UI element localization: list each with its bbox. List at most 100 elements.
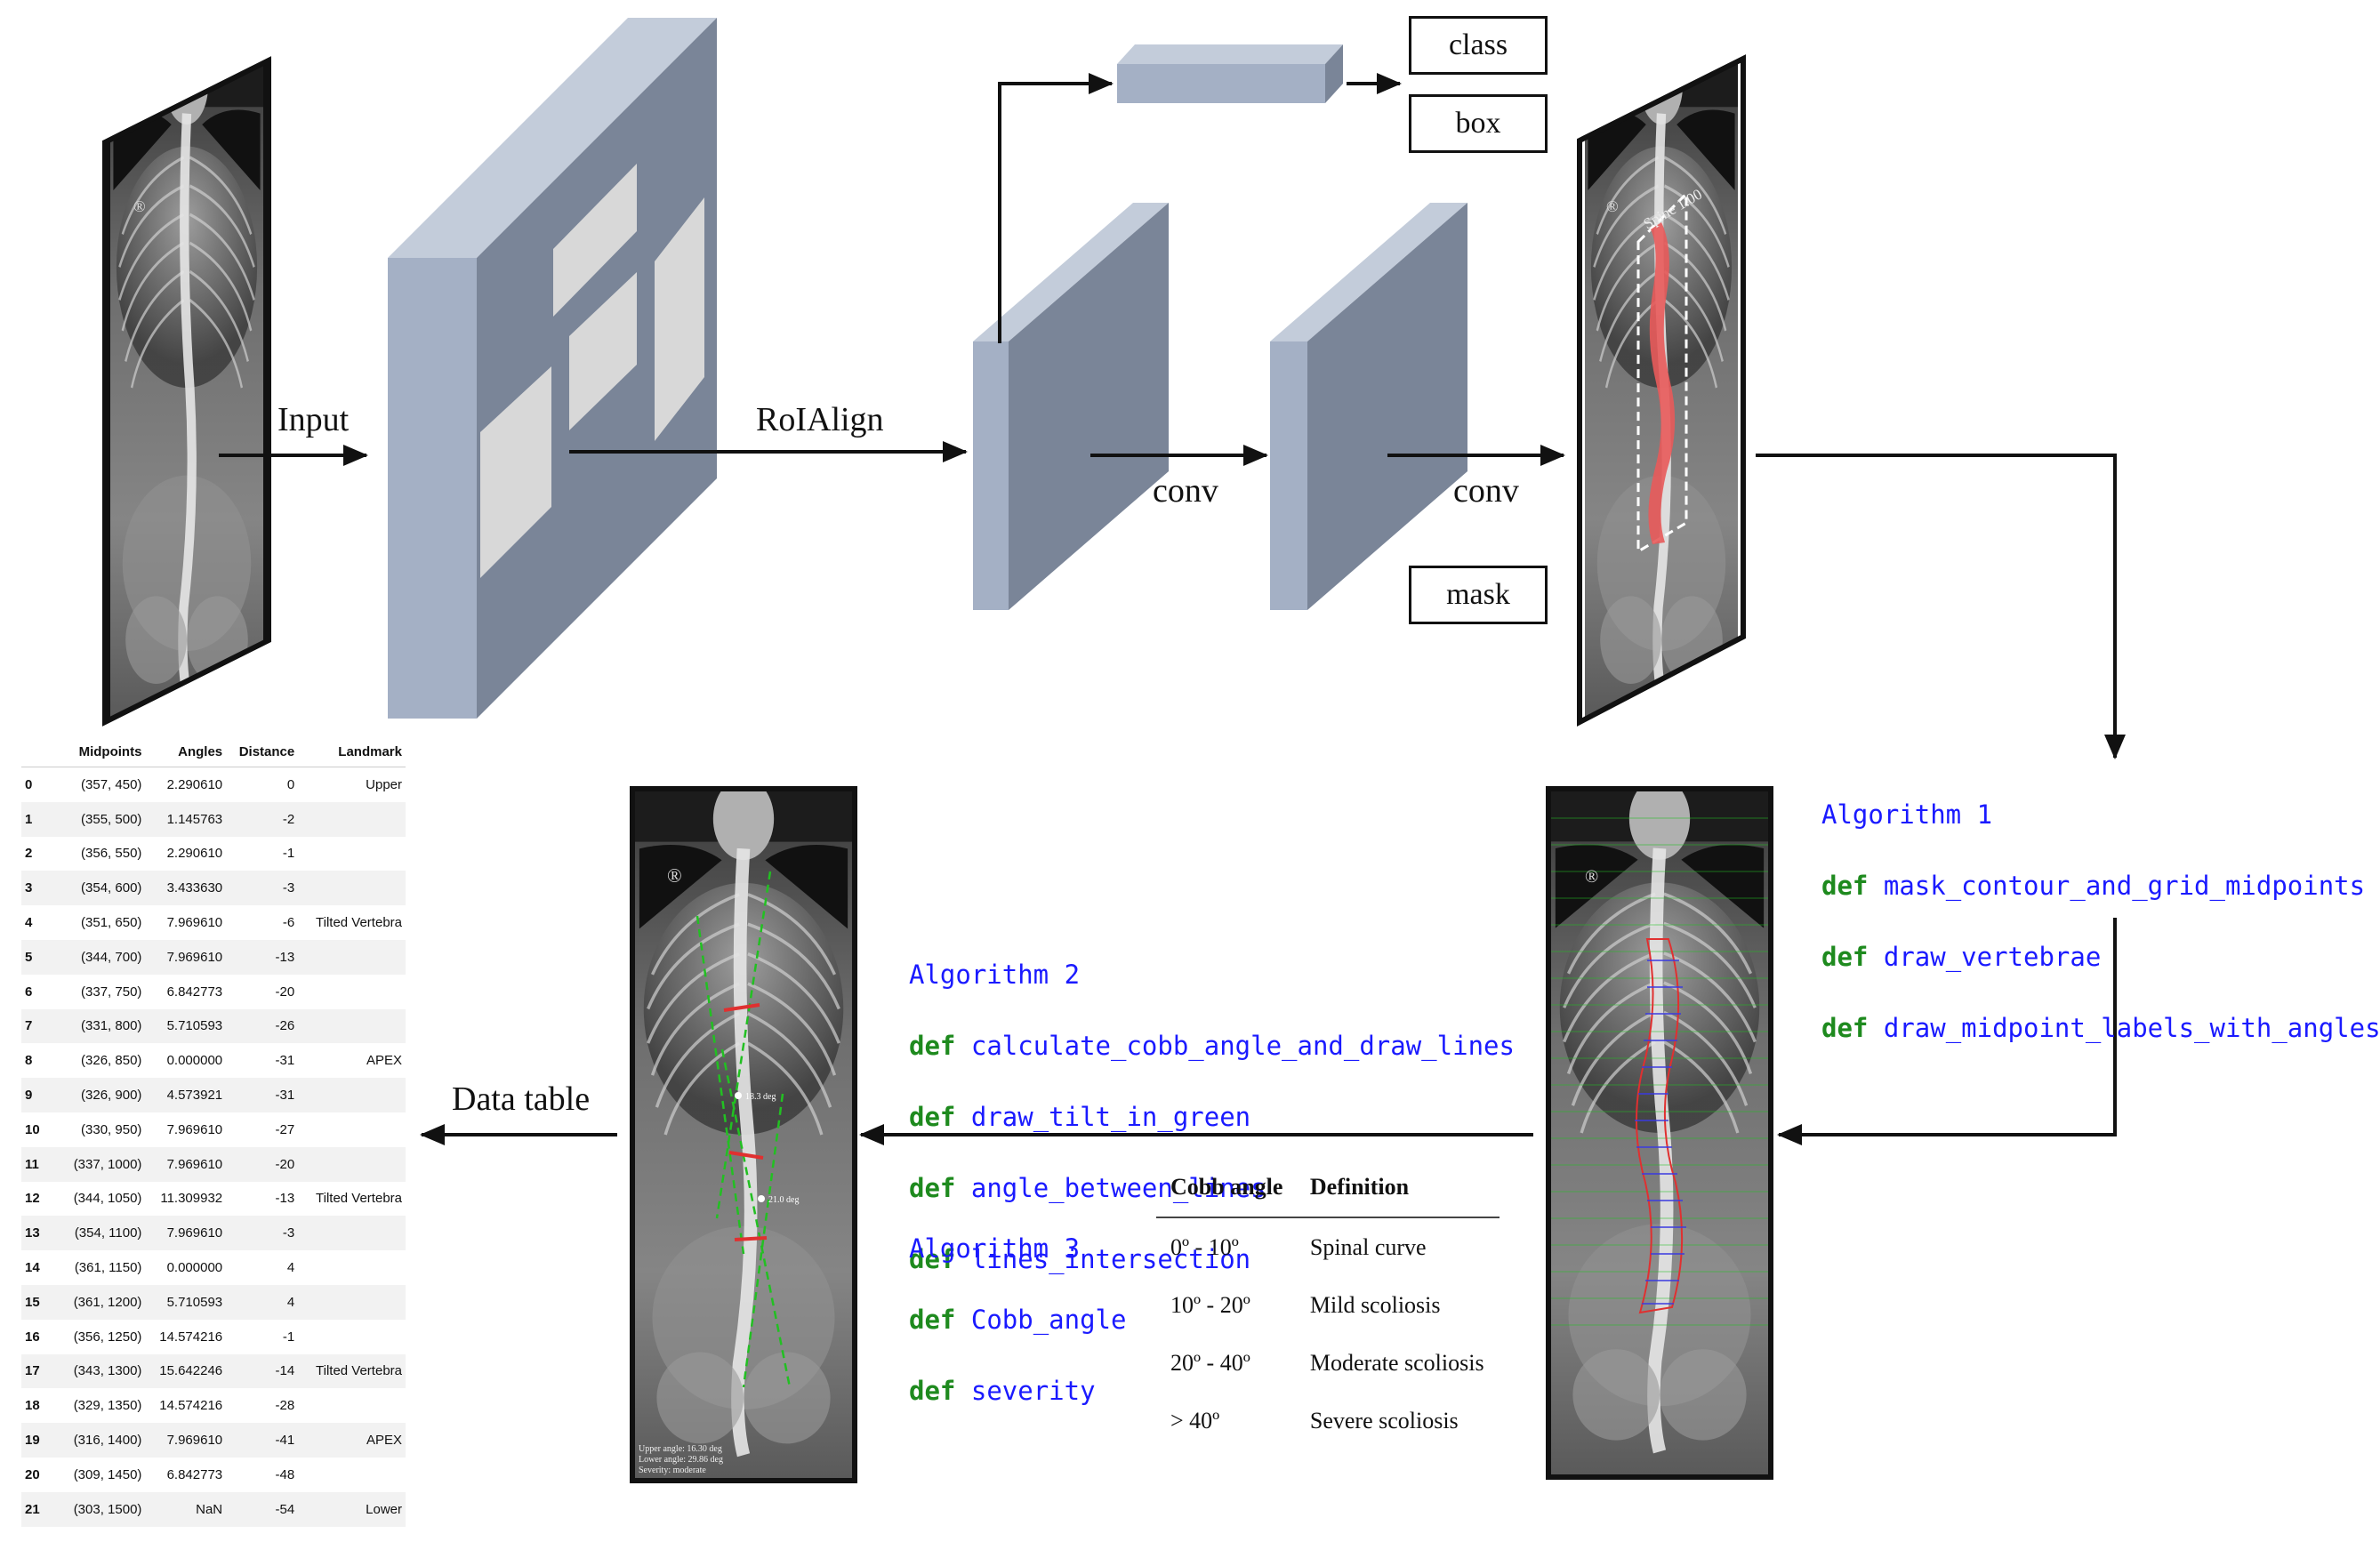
table-row: 18(329, 1350)14.574216-28	[21, 1388, 406, 1423]
table-cell: (357, 450)	[81, 776, 142, 792]
column-header: Distance	[238, 743, 295, 759]
spine-contour	[1636, 938, 1684, 1314]
table-cell: -27	[275, 1121, 295, 1137]
table-row: 10(330, 950)7.969610-27	[21, 1112, 406, 1147]
table-cell: (337, 1000)	[59, 1146, 146, 1182]
table-cell: 20	[25, 1466, 40, 1482]
table-cell	[298, 939, 406, 975]
table-cell: 10	[25, 1121, 40, 1137]
table-cell: Tilted Vertebra	[316, 915, 402, 931]
table-cell: -14	[226, 1353, 299, 1389]
footer-line: Lower angle: 29.86 deg	[639, 1455, 723, 1465]
function-name: lines_intersection	[970, 1244, 1251, 1274]
roi-proposal	[553, 164, 637, 317]
table-cell: 14.574216	[159, 1398, 223, 1414]
table-row: 3(354, 600)3.433630-3	[21, 871, 406, 906]
table-cell: 2.290610	[166, 776, 223, 792]
table-cell: 7.969610	[166, 1121, 223, 1137]
table-row: 20(309, 1450)6.842773-48	[21, 1458, 406, 1492]
head-feature-block-2	[1270, 203, 1467, 610]
table-cell: 7.969610	[145, 1216, 227, 1251]
table-cell	[298, 837, 406, 871]
table-cell	[298, 1388, 406, 1423]
table-cell: (303, 1500)	[59, 1491, 146, 1527]
table-cell: Tilted Vertebra	[298, 1353, 406, 1389]
table-cell: 5	[21, 939, 59, 975]
spine-mask	[1648, 222, 1676, 544]
box-output-box: box	[1409, 94, 1548, 153]
table-cell	[298, 1284, 406, 1320]
table-cell: (356, 550)	[81, 846, 142, 862]
table-cell: 3.433630	[145, 871, 227, 906]
data-table: Midpoints Angles Distance Landmark 0 (357…	[21, 736, 406, 1527]
table-row: 16(356, 1250)14.574216-1	[21, 1320, 406, 1354]
function-name: mask_contour_and_grid_midpoints	[1883, 871, 2366, 901]
table-cell: 13	[21, 1216, 59, 1251]
table-row: 1(355, 500)1.145763-2	[21, 801, 406, 837]
table-cell: (337, 750)	[81, 984, 142, 1000]
table-cell: -6	[282, 915, 295, 931]
table-cell: 5.710593	[145, 1284, 227, 1320]
table-cell: 3	[21, 871, 59, 906]
table-cell: -41	[226, 1423, 299, 1458]
table-cell: 2	[25, 846, 33, 862]
table-cell: 4.573921	[145, 1078, 227, 1112]
table-cell: 4	[286, 1260, 295, 1276]
table-cell: (331, 800)	[59, 1008, 146, 1044]
table-cell: 11	[21, 1146, 59, 1182]
function-name: Cobb_angle	[970, 1305, 1127, 1335]
table-cell	[298, 1008, 406, 1044]
fc-branch-arrow	[998, 73, 1114, 343]
class-output-box: class	[1409, 16, 1548, 75]
def-keyword: def	[909, 1031, 956, 1061]
table-cell: (356, 1250)	[73, 1329, 142, 1345]
table-cell	[298, 1146, 406, 1182]
vertebra-grid-xray-image: ®	[1546, 786, 1773, 1480]
table-cell: 2.290610	[166, 846, 223, 862]
function-name: severity	[970, 1376, 1096, 1406]
table-cell: 7.969610	[145, 1146, 227, 1182]
def-keyword: def	[909, 1305, 956, 1335]
conv-label-1: conv	[1153, 472, 1218, 510]
table-cell: 7.969610	[145, 939, 227, 975]
table-cell: 6	[25, 984, 33, 1000]
input-label: Input	[277, 401, 350, 438]
table-cell: 9	[21, 1078, 59, 1112]
table-cell: -31	[226, 1078, 299, 1112]
algorithm3-block: Algorithm 3 def Cobb_angle def severity	[909, 1195, 1126, 1444]
table-row: 13(354, 1100)7.969610-3	[21, 1216, 406, 1251]
table-cell: Mild scoliosis	[1309, 1292, 1441, 1318]
table-cell: (326, 850)	[81, 1053, 142, 1069]
table-cell: -28	[275, 1398, 295, 1414]
table-cell: 15.642246	[145, 1353, 227, 1389]
roi-proposal	[480, 366, 551, 578]
table-cell: 19	[21, 1423, 59, 1458]
table-cell	[298, 1250, 406, 1285]
detection-bbox	[1636, 190, 1688, 554]
conv-label-2: conv	[1453, 472, 1519, 510]
table-cell: (329, 1350)	[73, 1398, 142, 1414]
table-cell: > 40º	[1170, 1408, 1220, 1434]
table-cell: (351, 650)	[81, 915, 142, 931]
table-cell: 7	[21, 1008, 59, 1044]
def-keyword: def	[909, 1173, 956, 1203]
table-cell: 7.969610	[145, 1423, 227, 1458]
table-header-row: Midpoints Angles Distance Landmark	[21, 736, 406, 767]
table-cell: 14	[25, 1260, 40, 1276]
mask-output-xray-image: Spine 1.00 ®	[1577, 53, 1746, 727]
table-cell: -13	[275, 1191, 295, 1207]
table-cell: 0	[25, 776, 33, 792]
table-cell: 15	[21, 1284, 59, 1320]
table-cell	[298, 975, 406, 1009]
table-cell	[298, 1112, 406, 1147]
table-cell: 0	[286, 776, 295, 792]
table-cell: 0.000000	[166, 1053, 223, 1069]
def-keyword: def	[909, 1376, 956, 1406]
